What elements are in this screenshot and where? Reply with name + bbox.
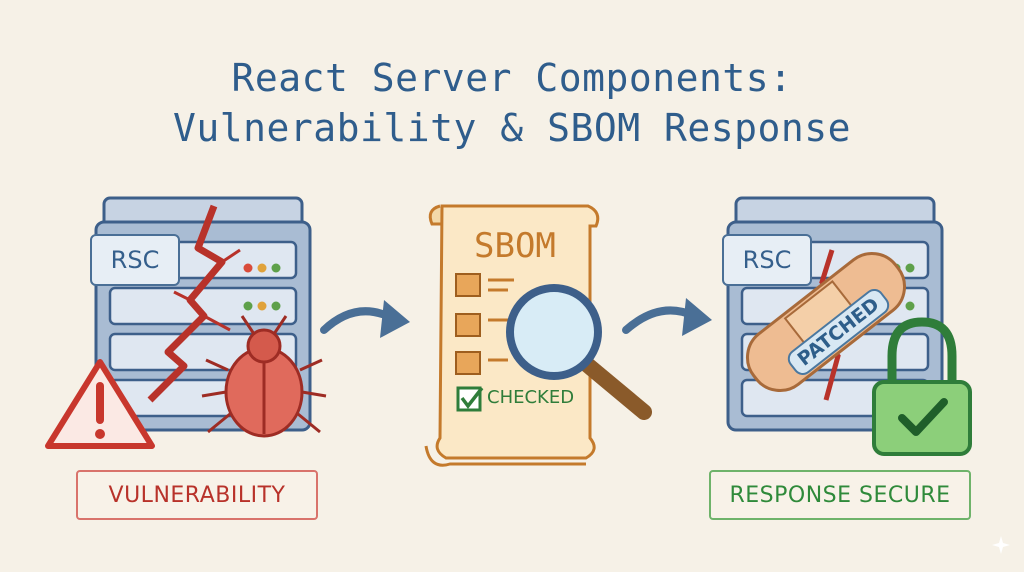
lock-icon bbox=[872, 317, 972, 456]
sparkle-icon bbox=[992, 536, 1010, 554]
bug-icon bbox=[201, 315, 327, 438]
vulnerability-caption: VULNERABILITY bbox=[76, 470, 318, 520]
checked-label: CHECKED bbox=[487, 387, 575, 408]
magnifier-icon bbox=[506, 284, 652, 420]
title-line-1: React Server Components: bbox=[231, 56, 793, 100]
warning-icon bbox=[45, 359, 155, 449]
package-icon bbox=[455, 273, 514, 375]
rsc-tag-left: RSC bbox=[90, 234, 180, 286]
response-secure-caption: RESPONSE SECURE bbox=[709, 470, 971, 520]
sbom-title: SBOM bbox=[474, 226, 556, 266]
checkbox-icon bbox=[456, 386, 484, 412]
title-line-2: Vulnerability & SBOM Response bbox=[173, 106, 851, 150]
rsc-tag-right: RSC bbox=[722, 234, 812, 286]
crack-icon bbox=[147, 204, 226, 403]
